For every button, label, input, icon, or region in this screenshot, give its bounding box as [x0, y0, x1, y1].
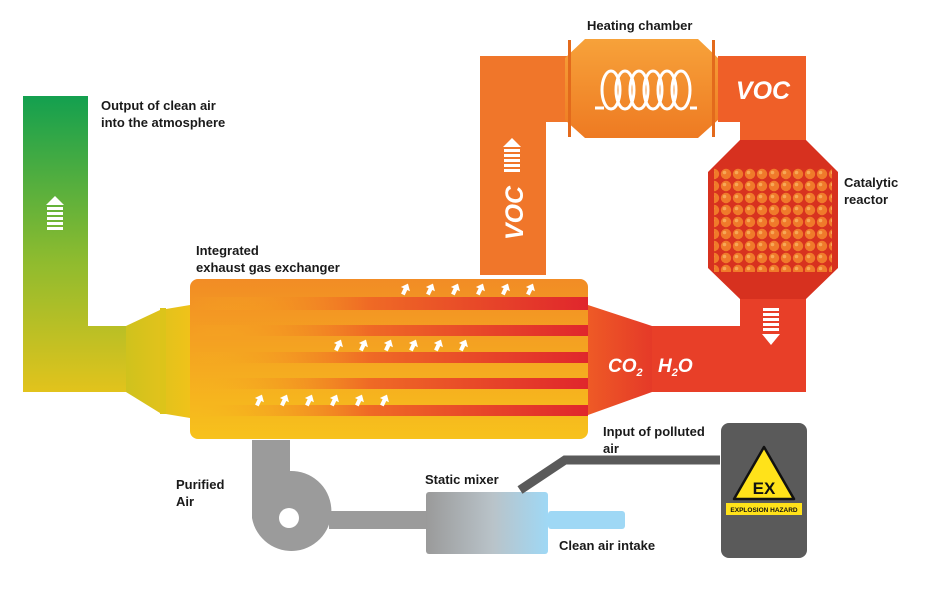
up-arrow-icon	[46, 196, 64, 230]
static-mixer	[426, 492, 548, 554]
voc-top-label: VOC	[736, 77, 791, 105]
catalytic-reactor-label: Catalytic reactor	[844, 175, 899, 207]
flow-arrow-icon	[383, 339, 393, 352]
flow-arrow-icon	[400, 283, 410, 296]
output-clean-air-label: Output of clean air into the atmosphere	[101, 98, 226, 130]
voc-vertical-label: VOC	[501, 185, 529, 240]
exchanger-right-cone	[588, 305, 652, 415]
heating-chamber-edge-left	[568, 40, 571, 137]
exchanger-left-cone	[126, 305, 190, 418]
flow-arrow-icon	[475, 283, 485, 296]
flow-arrow-icon	[458, 339, 468, 352]
output-chimney	[23, 96, 160, 392]
flow-arrow-icon	[425, 283, 435, 296]
mixer-to-fan-duct	[329, 511, 427, 529]
up-arrow-icon	[503, 138, 521, 172]
integrated-exchanger-label: Integrated exhaust gas exchanger	[196, 243, 340, 275]
flow-arrow-icon	[333, 339, 343, 352]
heating-chamber-edge-right	[712, 40, 715, 137]
voc-duct-top-right	[718, 56, 806, 140]
fan-hub	[279, 508, 299, 528]
warning-triangle-icon	[732, 445, 796, 501]
gas-exchanger	[190, 279, 588, 439]
flow-arrow-icon	[254, 394, 264, 407]
flow-arrow-icon	[304, 394, 314, 407]
input-polluted-air-label: Input of polluted air	[603, 424, 705, 456]
heating-coil-icon	[595, 69, 697, 111]
flow-arrow-icon	[525, 283, 535, 296]
flow-arrow-icon	[358, 339, 368, 352]
flow-arrow-icon	[354, 394, 364, 407]
explosion-hazard-plate	[726, 503, 802, 515]
flow-arrow-icon	[279, 394, 289, 407]
ex-sign-label: EX	[753, 479, 776, 498]
heating-chamber-label: Heating chamber	[587, 18, 693, 33]
h2o-label: H2O	[658, 356, 693, 379]
flow-arrow-icon	[379, 394, 389, 407]
polluted-air-pipe	[517, 455, 720, 494]
flow-arrow-icon	[408, 339, 418, 352]
catalyst-bed	[714, 168, 832, 272]
flow-arrows	[254, 283, 535, 407]
explosion-hazard-label: EXPLOSION HAZARD	[730, 507, 797, 514]
flow-arrow-icon	[433, 339, 443, 352]
reactor-outlet-duct	[652, 299, 806, 392]
flow-arrow-icon	[500, 283, 510, 296]
flow-arrow-icon	[450, 283, 460, 296]
clean-air-intake-label: Clean air intake	[559, 538, 656, 553]
clean-air-intake-pipe	[548, 511, 625, 529]
co2-label: CO2	[608, 356, 643, 379]
purified-air-fan	[252, 440, 332, 551]
down-arrow-icon	[762, 308, 780, 345]
heating-chamber	[565, 39, 718, 138]
purified-air-label: Purified Air	[176, 477, 225, 509]
flow-arrow-icon	[329, 394, 339, 407]
static-mixer-label: Static mixer	[425, 472, 499, 487]
exchanger-left-flange	[160, 308, 166, 414]
voc-duct-vertical	[480, 56, 575, 275]
